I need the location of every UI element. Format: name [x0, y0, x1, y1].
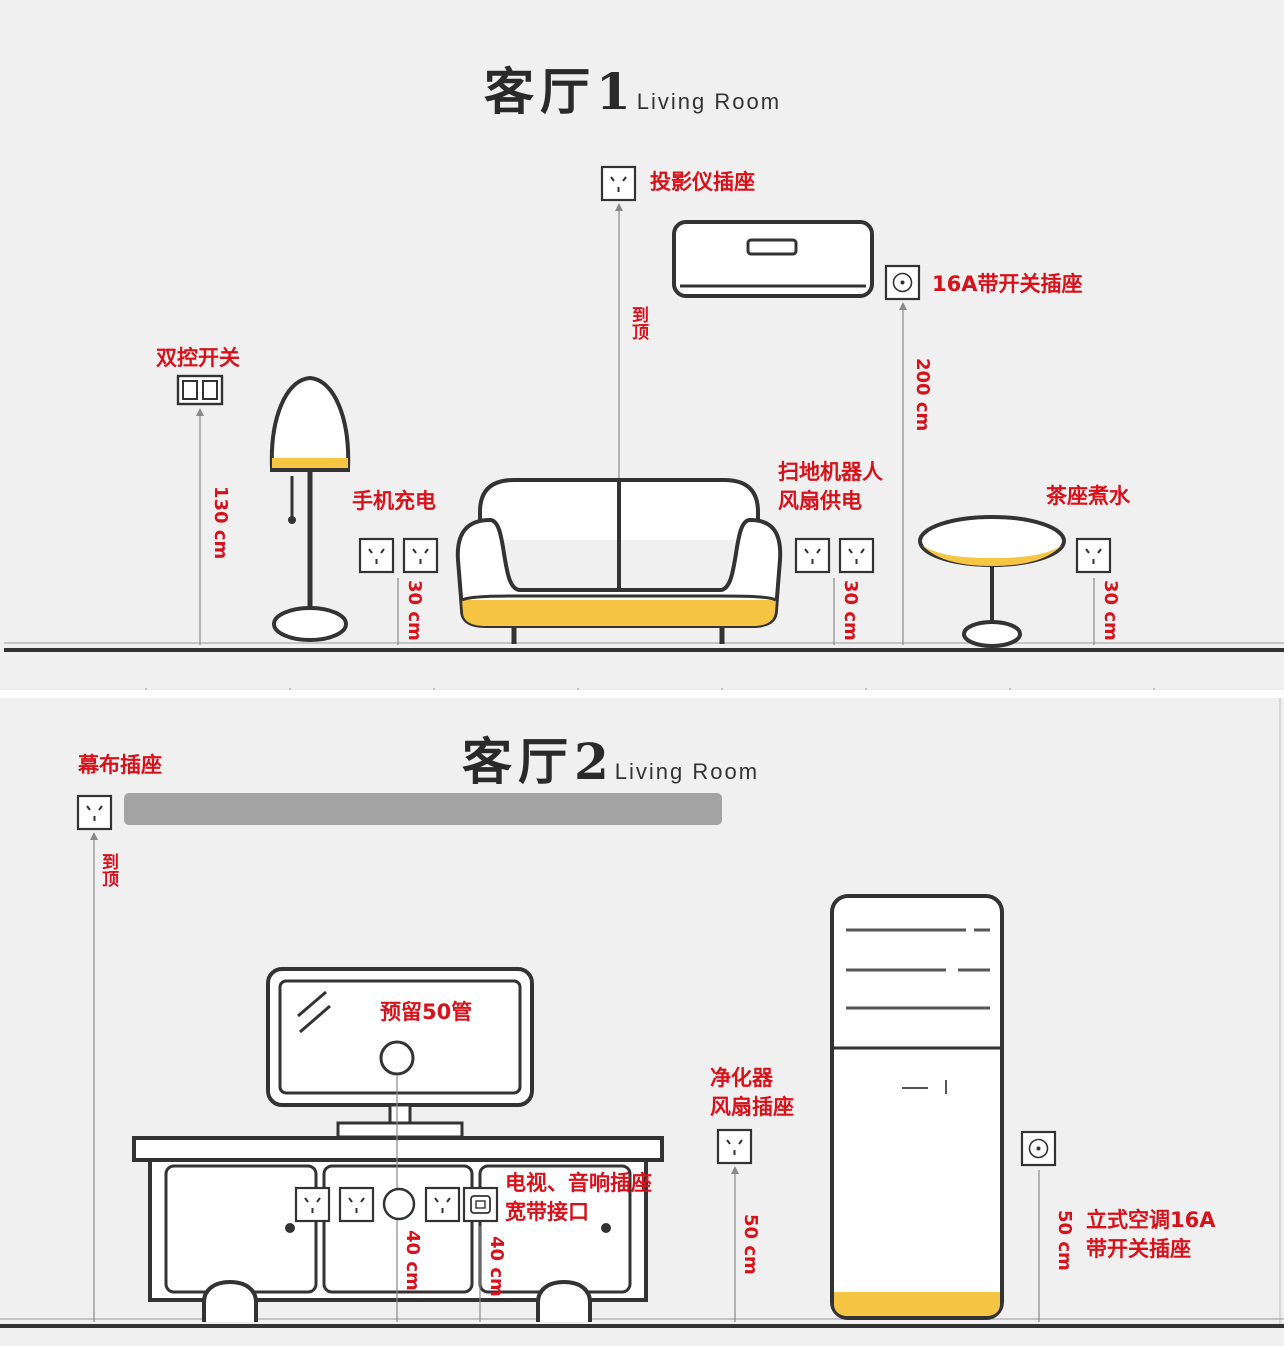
dim-50-label: 50 cm: [1054, 1210, 1075, 1271]
socket-icon: [424, 1186, 461, 1223]
to-top-label: 到顶: [628, 306, 648, 340]
dim-30-label: 30 cm: [1100, 580, 1121, 641]
standing-ac-socket-label: 立式空调16A 带开关插座: [1086, 1206, 1215, 1264]
socket-icon: [76, 794, 113, 831]
ac-socket-label: 16A带开关插座: [932, 272, 1083, 296]
living-room-2-panel: 客厅2Living Room: [0, 698, 1284, 1346]
network-port-icon: [462, 1186, 499, 1223]
robot-fan-label-line1: 扫地机器人: [778, 460, 883, 484]
socket-icon: [838, 537, 875, 574]
socket-icon: [600, 165, 637, 202]
socket-icon: [402, 537, 439, 574]
dim-30-label: 30 cm: [404, 580, 425, 641]
tv-audio-label-line1: 电视、音响插座: [505, 1171, 652, 1195]
tv-cabinet-illustration: [132, 1136, 664, 1322]
dim-50-label: 50 cm: [740, 1214, 761, 1275]
round-socket-icon: [884, 264, 921, 301]
dim-200-label: 200 cm: [912, 358, 933, 432]
panel2-title-cn: 客厅2: [462, 732, 615, 791]
air-conditioner-illustration: [672, 220, 874, 298]
panel-divider: [0, 690, 1284, 698]
socket-icon: [1075, 537, 1112, 574]
living-room-1-panel: 客厅1Living Room: [4, 52, 1284, 690]
panel2-title: 客厅2Living Room: [462, 722, 759, 794]
tea-table-illustration: [918, 515, 1066, 648]
socket-icon: [294, 1186, 331, 1223]
socket-icon: [338, 1186, 375, 1223]
tv-audio-label-line2: 宽带接口: [505, 1200, 589, 1224]
projection-screen-bar: [124, 793, 722, 825]
purifier-fan-label: 净化器 风扇插座: [710, 1064, 794, 1122]
ac-label-line1: 立式空调16A: [1086, 1208, 1216, 1232]
panel2-title-en: Living Room: [614, 759, 760, 784]
floor-lamp-illustration: [269, 375, 351, 642]
pipe-opening-icon: [382, 1187, 416, 1221]
to-top-label: 到顶: [98, 853, 118, 887]
projector-socket-label: 投影仪插座: [650, 170, 755, 194]
socket-icon: [716, 1128, 753, 1165]
socket-icon: [794, 537, 831, 574]
purifier-label-line2: 风扇插座: [710, 1095, 794, 1119]
robot-fan-label: 扫地机器人 风扇供电: [778, 458, 883, 516]
ac-label-line2: 带开关插座: [1086, 1237, 1191, 1261]
tea-boil-label: 茶座煮水: [1046, 484, 1130, 508]
purifier-label-line1: 净化器: [710, 1066, 773, 1090]
screen-socket-label: 幕布插座: [78, 753, 162, 777]
socket-icon: [358, 537, 395, 574]
panel1-drawing: [4, 165, 1284, 690]
dim-40-label: 40 cm: [486, 1236, 507, 1297]
dim-40-label: 40 cm: [402, 1230, 423, 1291]
panel1-title-cn: 客厅1: [484, 62, 637, 121]
reserve-pipe-label: 预留50管: [380, 1000, 473, 1024]
dual-switch-label: 双控开关: [156, 346, 240, 370]
standing-ac-illustration: [830, 894, 1004, 1320]
tv-audio-socket-label: 电视、音响插座 宽带接口: [505, 1169, 652, 1227]
panel1-title: 客厅1Living Room: [484, 52, 781, 124]
robot-fan-label-line2: 风扇供电: [778, 489, 862, 513]
panel2-drawing: [0, 698, 1284, 1328]
dim-130-label: 130 cm: [210, 486, 231, 560]
switch-icon: [176, 374, 224, 406]
round-socket-icon: [1020, 1130, 1057, 1167]
panel1-title-en: Living Room: [636, 89, 782, 114]
sofa-illustration: [455, 478, 783, 644]
tv-illustration: [266, 967, 534, 1139]
dim-30-label: 30 cm: [840, 580, 861, 641]
phone-charge-label: 手机充电: [352, 489, 436, 513]
